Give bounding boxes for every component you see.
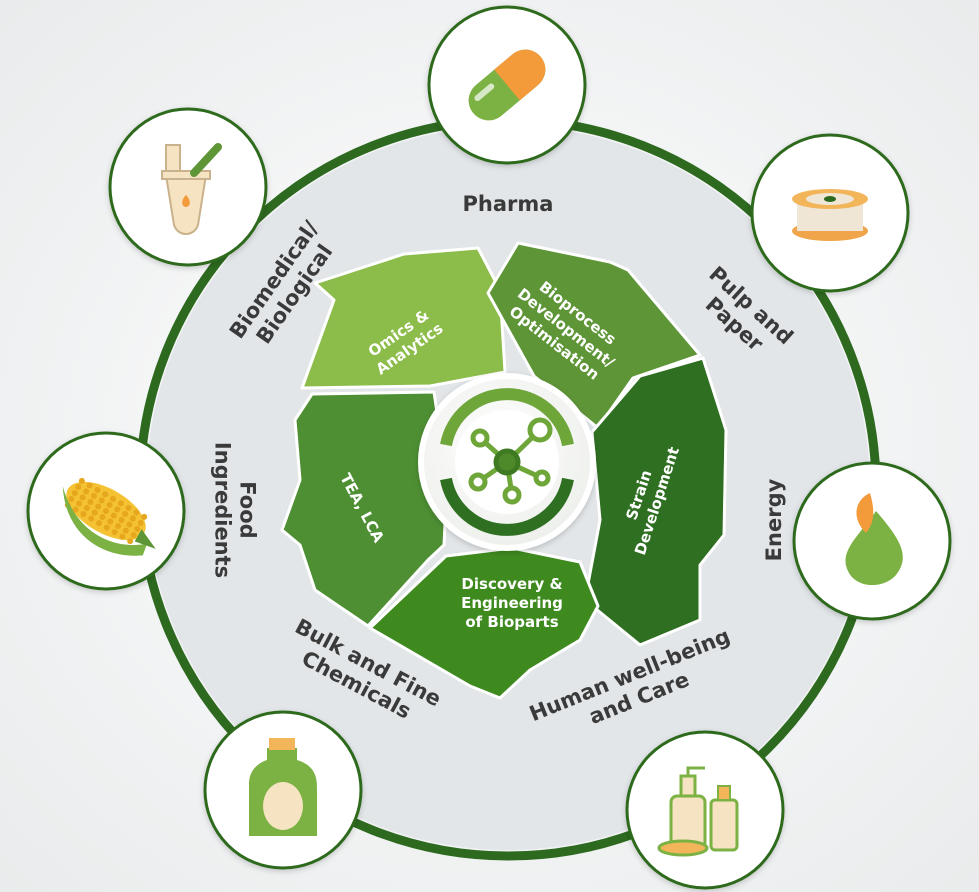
- sector-node-bulk-and-fine-chemicals: [203, 710, 363, 870]
- detergent-bottle-icon: [249, 738, 317, 836]
- hub-arc-bottom: [440, 477, 574, 536]
- process-cycle: Omics &AnalyticsBioprocessDevelopment/Op…: [280, 241, 728, 700]
- pipette-tube-icon: [161, 143, 222, 235]
- sector-label-energy: Energy: [762, 478, 786, 561]
- sector-node-pulp-and-paper: [750, 133, 910, 293]
- segment-omics-analytics: Omics &Analytics: [300, 246, 507, 390]
- segment-strain-development: StrainDevelopment: [583, 356, 728, 647]
- cosmetics-icon: [657, 766, 739, 857]
- segment-bioprocess-development-optimisation: BioprocessDevelopment/Optimisation: [486, 241, 702, 430]
- oil-drop-icon: [845, 493, 903, 586]
- segment-tea-lca: TEA, LCA: [280, 390, 449, 628]
- sector-label-pharma: Pharma: [463, 192, 554, 216]
- sector-node-energy: [792, 461, 952, 621]
- sector-node-human-well-being-and-care: [625, 730, 785, 890]
- corn-icon: [62, 477, 156, 556]
- sector-label-food-ingredients: FoodIngredients: [211, 442, 260, 578]
- segment-shape: [280, 390, 449, 628]
- capsule-icon: [468, 49, 546, 121]
- segment-shape: [583, 356, 728, 647]
- hub-arc-top: [440, 388, 574, 447]
- central-hub: [418, 373, 596, 551]
- molecule-network-icon: [468, 417, 553, 505]
- sector-node-pharma: [427, 5, 587, 165]
- sector-node-biomedical-biological: [108, 107, 268, 267]
- sector-node-food-ingredients: [26, 431, 186, 591]
- sector-icons: [26, 5, 952, 890]
- segment-shape: [368, 546, 600, 700]
- paper-roll-icon: [792, 189, 868, 241]
- segment-shape: [300, 246, 507, 390]
